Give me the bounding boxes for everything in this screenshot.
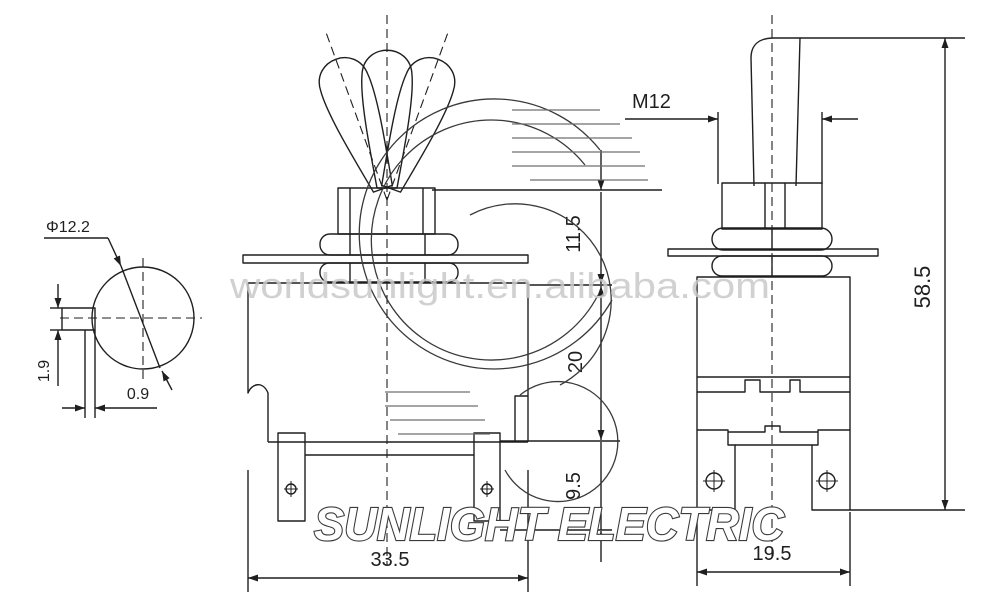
- side-terminal-right: [811, 429, 851, 511]
- plate-thickness-label: 0.9: [127, 386, 149, 403]
- diameter-leader-through: [120, 265, 161, 369]
- side-view: [667, 15, 879, 560]
- dimension-body-depth: 19.5: [696, 512, 851, 586]
- front-lower-lock-nut: [319, 262, 459, 283]
- terminal-tab: [61, 307, 96, 331]
- tab-height-label: 1.9: [36, 360, 53, 382]
- front-terminal-right: [473, 432, 501, 522]
- body-depth-label: 19.5: [753, 543, 792, 565]
- front-terminal-left: [277, 432, 306, 522]
- bushing-height-label: 11.5: [563, 215, 585, 252]
- watermark-ring-outer: [358, 98, 613, 370]
- terminal-diameter-label: Φ12.2: [46, 219, 90, 236]
- diameter-leader-top: [107, 237, 122, 267]
- watermark-url: worldsunlight.en.alibaba.com: [229, 265, 770, 306]
- toggle-lever-positions: [318, 15, 456, 565]
- front-view: [242, 15, 529, 565]
- lever-right-axis: [386, 32, 449, 201]
- front-body-right-step: [514, 395, 528, 442]
- dimension-overall-height: 58.5: [800, 37, 965, 511]
- watermark-brand: SUNLIGHT ELECTRIC: [314, 498, 785, 550]
- front-terminals: [277, 432, 501, 522]
- overall-height-label: 58.5: [910, 266, 935, 309]
- dimension-tab-height: 1.9: [36, 284, 62, 386]
- lever-right-position: [381, 56, 456, 193]
- body-width-label: 33.5: [371, 549, 410, 571]
- watermark-logo-large: [358, 98, 648, 386]
- watermark-inner-arc: [469, 203, 612, 386]
- thread-label: M12: [632, 91, 671, 113]
- watermark: worldsunlight.en.alibaba.com SUNLIGHT EL…: [229, 98, 786, 551]
- lever-left-position: [318, 56, 393, 193]
- front-upper-lock-nut: [319, 233, 459, 256]
- side-body: [696, 276, 851, 378]
- side-body-notched-bottom: [696, 377, 851, 393]
- dimension-terminal-diameter: Φ12.2: [44, 219, 173, 391]
- side-lever: [750, 37, 801, 187]
- dimension-vertical-chain: 11.5 20 9.5: [432, 150, 662, 562]
- watermark-small-ring: [504, 380, 619, 503]
- front-switch-body: [247, 282, 529, 456]
- dimension-body-width: 33.5: [247, 470, 529, 592]
- dimension-thread: M12: [625, 91, 858, 123]
- lever-center-position: [361, 49, 413, 189]
- front-body-left-edge: [247, 283, 269, 442]
- dimension-plate-thickness: 0.9: [62, 386, 157, 412]
- lever-left-axis: [325, 32, 388, 201]
- diameter-leader-bottom: [161, 370, 173, 391]
- terminal-length-label: 9.5: [563, 472, 585, 500]
- watermark-ring-inner: [370, 119, 599, 361]
- front-bushing-nut: [242, 187, 529, 283]
- side-terminal-left: [696, 429, 736, 511]
- side-base-plate: [728, 425, 818, 446]
- body-height-label: 20: [565, 351, 587, 373]
- watermark-logo-small: [385, 380, 619, 503]
- front-mounting-panel: [242, 254, 529, 264]
- terminal-section-view: [60, 258, 202, 418]
